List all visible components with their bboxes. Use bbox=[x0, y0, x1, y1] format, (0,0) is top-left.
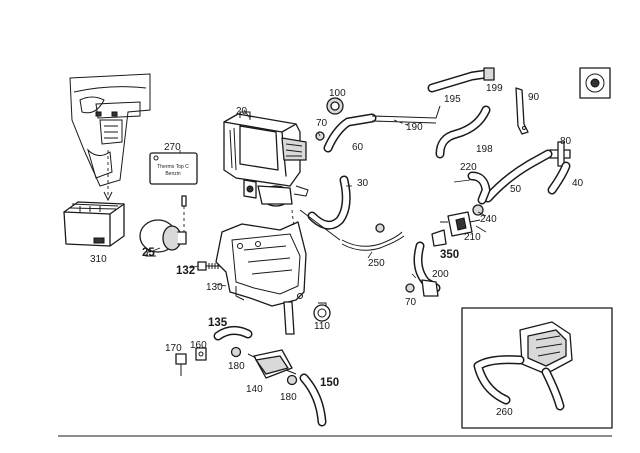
callout-30: 30 bbox=[357, 178, 369, 189]
callout-leaders bbox=[149, 97, 487, 287]
callout-70-lower: 70 bbox=[405, 297, 417, 308]
part-199-clip bbox=[483, 67, 495, 81]
callout-90: 90 bbox=[528, 92, 540, 103]
callout-140: 140 bbox=[246, 384, 263, 395]
part-132-screw bbox=[197, 261, 222, 271]
part-190-tube bbox=[371, 105, 441, 127]
part-210-valve bbox=[440, 211, 481, 237]
part-130-mounting-bracket bbox=[215, 209, 307, 335]
callout-60: 60 bbox=[352, 142, 364, 153]
callout-150: 150 bbox=[320, 377, 339, 389]
part-198-hose bbox=[435, 105, 491, 159]
part-60-hose bbox=[323, 113, 377, 153]
callout-195: 195 bbox=[444, 94, 461, 105]
callout-130: 130 bbox=[206, 282, 223, 293]
callout-100: 100 bbox=[329, 88, 346, 99]
part-180-clamp-a bbox=[230, 346, 242, 358]
label-tag-line-1: Thermo Top C bbox=[157, 164, 189, 170]
thermostat-symbol-box bbox=[579, 67, 611, 99]
vehicle-interior-sketch bbox=[69, 73, 151, 202]
callout-199: 199 bbox=[486, 83, 503, 94]
callout-350: 350 bbox=[440, 249, 459, 261]
part-90-bracket bbox=[515, 87, 529, 135]
part-50-hose bbox=[483, 149, 553, 203]
part-250-line bbox=[299, 209, 405, 251]
callout-50: 50 bbox=[510, 184, 522, 195]
part-195-hose bbox=[427, 69, 491, 93]
callout-240: 240 bbox=[480, 214, 497, 225]
part-140-valve-unit bbox=[247, 349, 297, 379]
callout-210: 210 bbox=[464, 232, 481, 243]
part-110-grommet bbox=[313, 302, 331, 322]
callout-40: 40 bbox=[572, 178, 584, 189]
callout-190: 190 bbox=[406, 122, 423, 133]
callout-110: 110 bbox=[314, 321, 330, 332]
callout-132: 132 bbox=[176, 265, 195, 277]
callout-198: 198 bbox=[476, 144, 493, 155]
part-240-clamp bbox=[472, 204, 484, 216]
callout-20: 20 bbox=[236, 106, 248, 117]
part-30-hose bbox=[307, 175, 351, 230]
part-170-screw bbox=[175, 353, 187, 376]
callout-135: 135 bbox=[208, 317, 228, 329]
part-220-hose bbox=[467, 171, 491, 205]
callout-170: 170 bbox=[165, 343, 182, 354]
part-135-hose bbox=[213, 326, 253, 341]
part-200-hose bbox=[421, 279, 439, 297]
part-180-clamp-b bbox=[286, 374, 298, 386]
part-150-hose bbox=[299, 373, 327, 427]
callout-250: 250 bbox=[368, 258, 385, 269]
inset-detail-box bbox=[461, 307, 613, 429]
part-70-clamp-lower bbox=[405, 283, 415, 293]
callout-200: 200 bbox=[432, 269, 449, 280]
callout-70-top: 70 bbox=[316, 118, 328, 129]
callout-310: 310 bbox=[90, 254, 107, 265]
callout-labels: 20 25 30 40 50 60 70 70 80 90 100 110 13… bbox=[90, 83, 584, 418]
part-40-hose bbox=[547, 161, 571, 195]
callout-80: 80 bbox=[560, 136, 572, 147]
callout-180-a: 180 bbox=[228, 361, 245, 372]
callout-270: 270 bbox=[164, 142, 181, 153]
label-tag-line-2: Benzin bbox=[165, 171, 181, 177]
callout-160: 160 bbox=[190, 340, 207, 351]
callout-180-b: 180 bbox=[280, 392, 297, 403]
part-270-label-tag: Thermo Top C Benzin bbox=[149, 152, 198, 185]
callout-220: 220 bbox=[460, 162, 477, 173]
callout-260: 260 bbox=[496, 407, 513, 418]
part-310-control-unit bbox=[63, 201, 125, 247]
part-160-clamp bbox=[195, 347, 207, 361]
part-100-cap bbox=[326, 97, 344, 115]
part-20-heater-unit bbox=[223, 111, 309, 207]
callout-25: 25 bbox=[142, 247, 155, 259]
part-25-circulation-pump bbox=[139, 195, 187, 257]
